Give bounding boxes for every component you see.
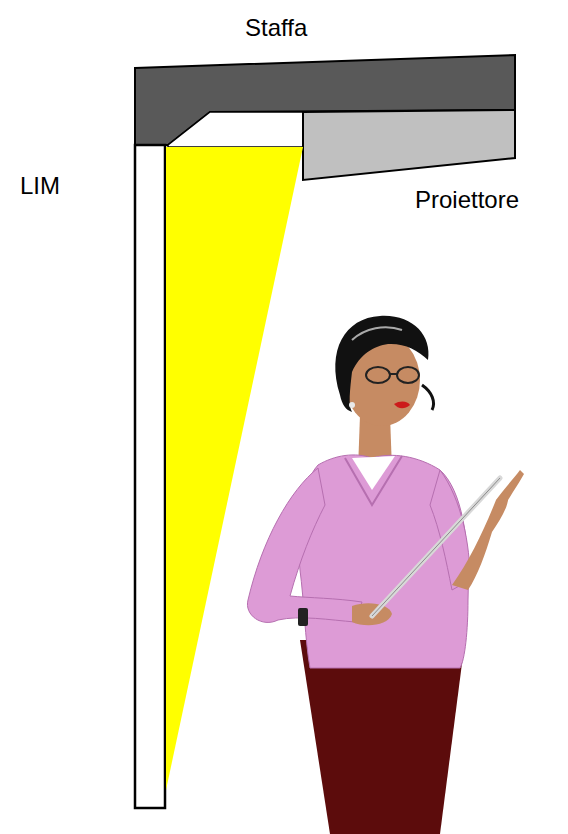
part-name: Proiettore (415, 186, 519, 215)
light-beam (166, 147, 303, 790)
part-name: Staffa (245, 14, 307, 43)
whiteboard (135, 145, 165, 808)
part-name: LIM (20, 172, 60, 201)
bracket-gap (168, 112, 303, 147)
teacher-figure (247, 316, 524, 834)
projector (303, 110, 515, 180)
